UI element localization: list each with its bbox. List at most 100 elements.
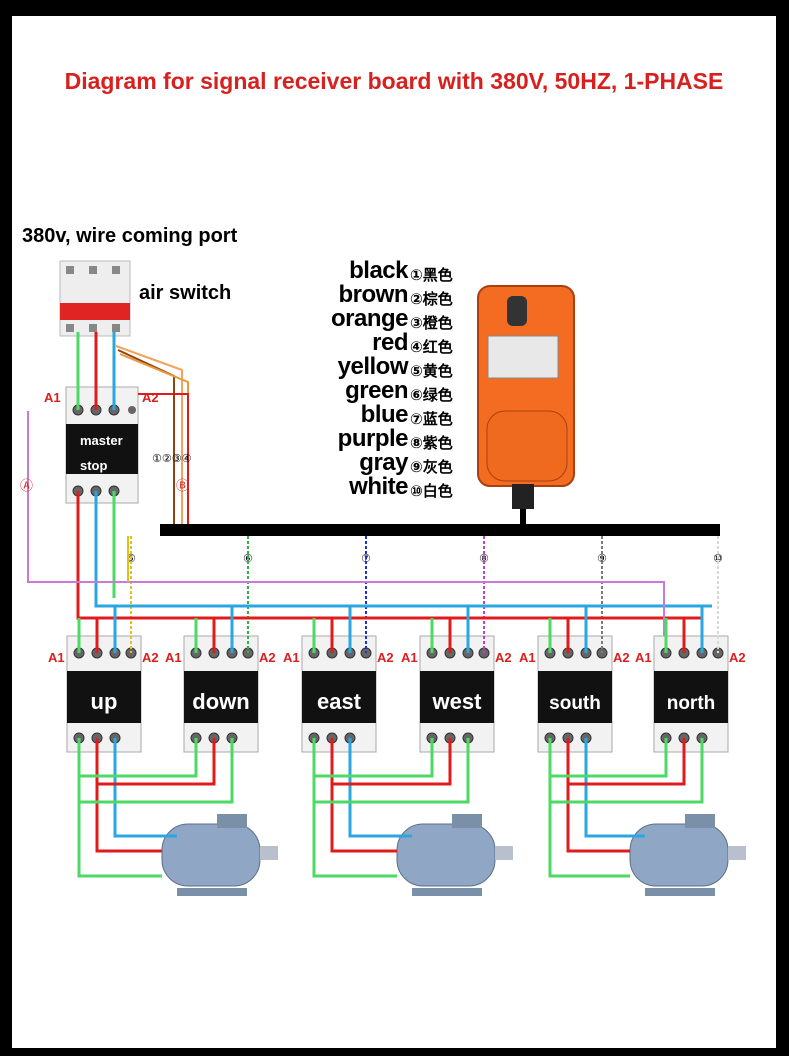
contactor-label: down xyxy=(192,689,249,714)
motor-shaft xyxy=(260,846,278,860)
contactor-label: east xyxy=(317,689,362,714)
air-switch-handle-band xyxy=(60,303,130,320)
legend-color-name: red xyxy=(372,329,408,356)
stop-label: stop xyxy=(80,458,108,473)
legend-color-name: white xyxy=(349,473,408,500)
cross-wire-green xyxy=(79,738,234,804)
cross-wire-red xyxy=(332,738,452,786)
motor-shaft xyxy=(728,846,746,860)
circle-b-label: Ⓑ xyxy=(176,479,189,494)
motor-wire-blue xyxy=(584,738,645,838)
remote-key-switch xyxy=(507,296,527,326)
contactor-label: north xyxy=(667,693,716,714)
contactor-a1-label: A1 xyxy=(283,650,300,665)
legend-color-number: ⑤黄色 xyxy=(410,363,453,380)
contactor-label-plate xyxy=(420,671,494,723)
master-label: master xyxy=(80,433,123,448)
wire-red xyxy=(138,393,189,528)
legend-color-name: brown xyxy=(338,281,409,308)
contactor-label: up xyxy=(91,689,118,714)
contactor-a2-label: A2 xyxy=(613,650,630,665)
motor-foot xyxy=(645,888,715,896)
circle-a-label: Ⓐ xyxy=(20,479,33,494)
cross-wire-green xyxy=(79,738,198,778)
legend-color-name: green xyxy=(345,377,408,404)
air-switch-screw xyxy=(89,266,97,274)
motor-foot xyxy=(177,888,247,896)
motor-terminal-box xyxy=(452,814,482,828)
legend-color-number: ⑦蓝色 xyxy=(410,411,453,428)
motor-body xyxy=(629,823,729,887)
legend-color-name: black xyxy=(349,257,408,284)
legend-color-number: ①黑色 xyxy=(410,267,453,284)
master-a1-label: A1 xyxy=(44,390,61,405)
air-switch-screw xyxy=(112,266,120,274)
remote-grip xyxy=(486,410,568,482)
legend-color-name: orange xyxy=(330,305,409,332)
cross-wire-green xyxy=(550,738,668,778)
motor-body xyxy=(161,823,261,887)
motor xyxy=(396,814,513,896)
contactor-a1-label: A1 xyxy=(635,650,652,665)
contactor-a1-label: A1 xyxy=(401,650,418,665)
rail-purple xyxy=(27,411,665,636)
diagram-frame: Diagram for signal receiver board with 3… xyxy=(12,16,776,1048)
contactor-a1-label: A1 xyxy=(165,650,182,665)
air-switch-screw xyxy=(112,324,120,332)
contactor-label-plate xyxy=(538,671,612,723)
legend-color-name: gray xyxy=(359,449,408,476)
contactor-label: west xyxy=(432,689,483,714)
contactor-label-plate xyxy=(184,671,258,723)
cross-wire-green xyxy=(314,738,434,778)
air-switch-screw xyxy=(66,324,74,332)
contactor-a2-label: A2 xyxy=(377,650,394,665)
legend-color-name: purple xyxy=(337,425,409,452)
remote-label-sticker xyxy=(487,335,559,379)
contactor-a1-label: A1 xyxy=(519,650,536,665)
motor-wire-red xyxy=(330,738,397,853)
legend-color-number: ②棕色 xyxy=(410,291,453,308)
contactor-a2-label: A2 xyxy=(259,650,276,665)
master-terminal xyxy=(128,406,136,414)
legend-color-name: yellow xyxy=(337,353,409,380)
legend-color-number: ⑥绿色 xyxy=(410,387,453,404)
motor-wire-red xyxy=(566,738,630,853)
air-switch-screw xyxy=(89,324,97,332)
motor-wire-blue xyxy=(348,738,412,838)
air-switch-screw xyxy=(66,266,74,274)
motor-wire-green xyxy=(312,738,397,878)
legend-color-number: ③橙色 xyxy=(410,315,453,332)
contactor-a2-label: A2 xyxy=(142,650,159,665)
contactor-label-plate xyxy=(67,671,141,723)
motor-foot xyxy=(412,888,482,896)
master-a2-label: A2 xyxy=(142,390,159,405)
air-switch-label: air switch xyxy=(139,282,232,304)
motor xyxy=(629,814,746,896)
legend-color-number: ⑩白色 xyxy=(410,483,453,500)
rail-blue xyxy=(94,491,712,608)
page-title: Diagram for signal receiver board with 3… xyxy=(64,68,724,94)
wire-orange xyxy=(115,345,183,528)
legend-color-number: ⑨灰色 xyxy=(410,459,453,476)
contactor-label-plate xyxy=(654,671,728,723)
legend-color-number: ⑧紫色 xyxy=(410,435,453,452)
control-bus-bar xyxy=(160,524,720,536)
motor-terminal-box xyxy=(217,814,247,828)
contactor-a2-label: A2 xyxy=(729,650,746,665)
legend-color-name: blue xyxy=(360,401,409,428)
cross-wire-red xyxy=(97,738,216,786)
